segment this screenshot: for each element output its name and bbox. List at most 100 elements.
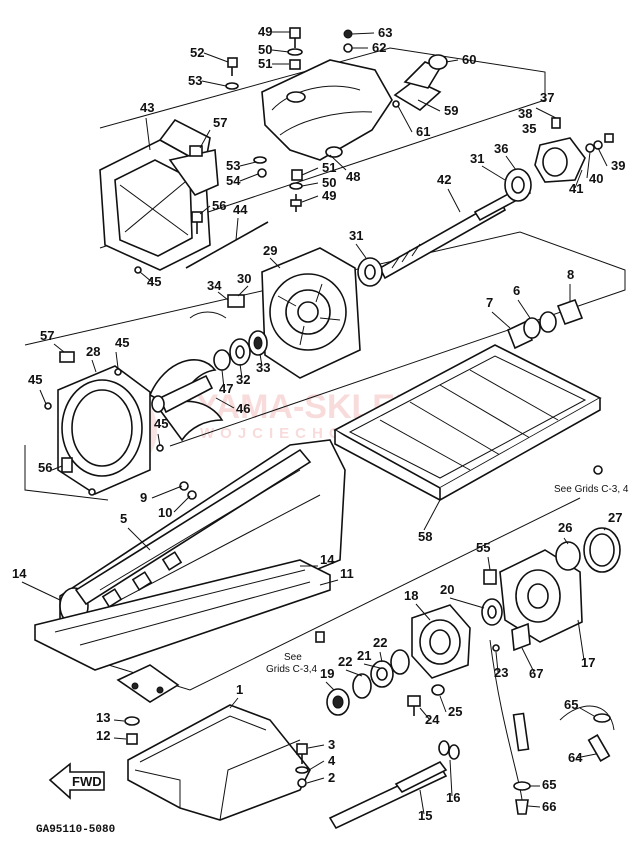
part-label-30: 30 (237, 271, 251, 286)
drive-shaft-42 (378, 183, 532, 280)
part-label-23: 23 (494, 665, 508, 680)
part-label-10: 10 (158, 505, 172, 520)
part-label-56: 56 (212, 198, 226, 213)
hose-64-66 (489, 639, 615, 815)
see-grids-note-right: See Grids C-3, 4 (554, 484, 629, 495)
part-label-25: 25 (448, 704, 462, 719)
part-label-31: 31 (349, 228, 363, 243)
hardware-2-3-4 (295, 743, 309, 788)
ride-plate-11 (34, 559, 331, 703)
drawing-code: GA95110-5080 (36, 824, 115, 836)
part-label-44: 44 (233, 202, 248, 217)
fitting-59-60 (393, 54, 448, 111)
part-label-45: 45 (28, 372, 42, 387)
part-label-11: 11 (340, 566, 354, 581)
part-label-22: 22 (373, 635, 387, 650)
see-grids-note-left-1: See (284, 652, 302, 663)
part-label-46: 46 (236, 401, 250, 416)
part-label-32: 32 (236, 372, 250, 387)
part-label-57: 57 (40, 328, 54, 343)
part-label-20: 20 (440, 582, 454, 597)
impeller-46 (148, 359, 224, 442)
part-label-48: 48 (346, 169, 360, 184)
part-label-18: 18 (404, 588, 418, 603)
part-label-38: 38 (518, 106, 532, 121)
housing-35 (534, 117, 614, 183)
part-label-42: 42 (437, 172, 451, 187)
part-label-62: 62 (372, 40, 386, 55)
part-label-21: 21 (357, 648, 371, 663)
part-label-52: 52 (190, 45, 204, 60)
part-label-50: 50 (258, 42, 272, 57)
part-label-55: 55 (476, 540, 490, 555)
shaft-15-16 (328, 740, 460, 830)
part-label-8: 8 (567, 267, 574, 282)
part-label-45: 45 (115, 335, 129, 350)
part-label-19: 19 (320, 666, 334, 681)
part-label-2: 2 (328, 770, 335, 785)
part-label-53: 53 (188, 73, 202, 88)
part-label-41: 41 (569, 181, 583, 196)
part-label-49: 49 (322, 188, 336, 203)
part-label-33: 33 (256, 360, 270, 375)
part-label-14: 14 (12, 566, 27, 581)
part-label-54: 54 (226, 173, 241, 188)
bearing-housing-18 (411, 604, 471, 679)
part-label-39: 39 (611, 158, 625, 173)
part-label-64: 64 (568, 750, 583, 765)
hardware-12-13 (124, 716, 140, 745)
leader-lines (21, 31, 608, 815)
see-grids-note-left-2: Grids C-3,4 (266, 664, 318, 675)
part-label-35: 35 (522, 121, 536, 136)
part-label-27: 27 (608, 510, 622, 525)
part-label-3: 3 (328, 737, 335, 752)
part-label-63: 63 (378, 25, 392, 40)
part-label-66: 66 (542, 799, 556, 814)
part-label-51: 51 (258, 56, 272, 71)
part-label-67: 67 (529, 666, 543, 681)
bearings-6-7-8 (506, 298, 584, 350)
fwd-label: FWD (72, 774, 102, 789)
nozzle-ring-28 (44, 351, 164, 496)
seals-32-33-47 (189, 294, 268, 371)
bearing-31-upper (357, 168, 532, 287)
cover-1 (127, 704, 311, 821)
part-label-1: 1 (236, 682, 243, 697)
part-label-49: 49 (258, 24, 272, 39)
part-label-59: 59 (444, 103, 458, 118)
part-label-45: 45 (147, 274, 161, 289)
part-label-12: 12 (96, 728, 110, 743)
impeller-housing-29 (261, 247, 361, 379)
part-label-9: 9 (140, 490, 147, 505)
part-label-16: 16 (446, 790, 460, 805)
part-label-4: 4 (328, 753, 336, 768)
pump-body-5 (59, 439, 346, 651)
part-label-7: 7 (486, 295, 493, 310)
part-label-36: 36 (494, 141, 508, 156)
part-label-65: 65 (564, 697, 578, 712)
part-label-29: 29 (263, 243, 277, 258)
part-label-47: 47 (219, 381, 233, 396)
part-label-45: 45 (154, 416, 168, 431)
part-label-22: 22 (338, 654, 352, 669)
part-label-37: 37 (540, 90, 554, 105)
part-label-60: 60 (462, 52, 476, 67)
part-label-14: 14 (320, 552, 335, 567)
part-label-26: 26 (558, 520, 572, 535)
part-label-6: 6 (513, 283, 520, 298)
part-label-40: 40 (589, 171, 603, 186)
nozzle-housing-17 (483, 527, 621, 652)
part-label-24: 24 (425, 712, 440, 727)
part-label-31: 31 (470, 151, 484, 166)
fwd-arrow: FWD (48, 762, 105, 800)
part-label-65: 65 (542, 777, 556, 792)
hardware-23-25 (407, 644, 500, 716)
part-label-50: 50 (322, 175, 336, 190)
part-label-17: 17 (581, 655, 595, 670)
part-label-13: 13 (96, 710, 110, 725)
part-label-43: 43 (140, 100, 154, 115)
part-label-51: 51 (322, 160, 336, 175)
